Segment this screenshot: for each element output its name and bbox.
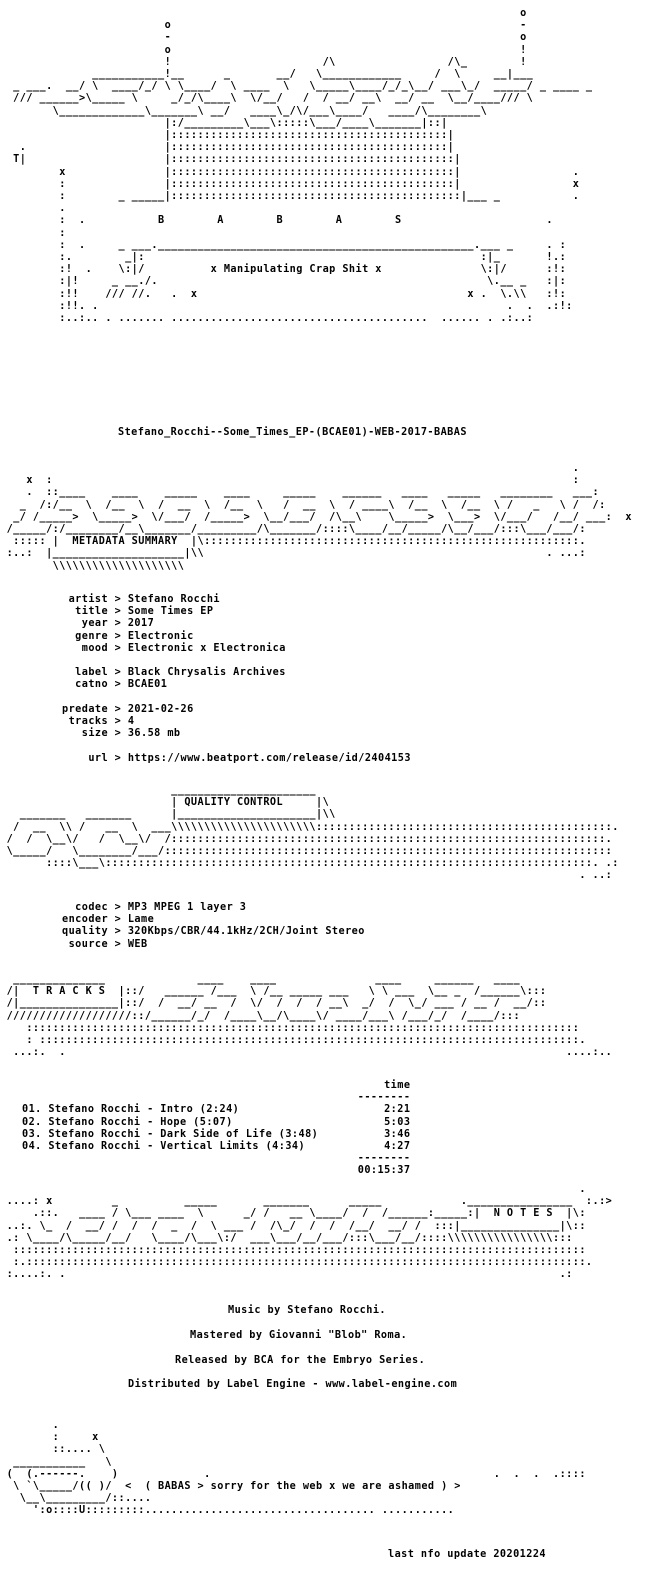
metadata-summary-art: . x : : . ::____ ____ _____ ____ _____ _…	[6, 463, 633, 572]
notes-art: . ....: x _ _____ _______ _____ ._______…	[6, 1184, 613, 1281]
track-list: time -------- 01. Stefano Rocchi - Intro…	[22, 1080, 411, 1177]
header-art: o o - - o o	[13, 8, 593, 325]
notes-line: Mastered by Giovanni "Blob" Roma.	[190, 1330, 408, 1341]
release-name: Stefano_Rocchi--Some_Times_EP-(BCAE01)-W…	[118, 427, 467, 438]
notes-line: Distributed by Label Engine - www.label-…	[128, 1379, 458, 1390]
tracks-art: ______________ ____ ____ ____ ______ ___…	[6, 974, 613, 1059]
notes-line: Music by Stefano Rocchi.	[228, 1305, 387, 1316]
notes-line: Released by BCA for the Embryo Series.	[175, 1355, 426, 1366]
metadata-list: artist > Stefano Rocchi title > Some Tim…	[62, 594, 411, 764]
last-update: last nfo update 20201224	[388, 1549, 547, 1560]
quality-list: codec > MP3 MPEG 1 layer 3 encoder > Lam…	[62, 902, 365, 950]
quality-control-art: ______________________ | QUALITY CONTROL…	[6, 785, 619, 882]
footer-art: . : x ::.... \ ___________ \ ( (.------.…	[6, 1420, 586, 1517]
